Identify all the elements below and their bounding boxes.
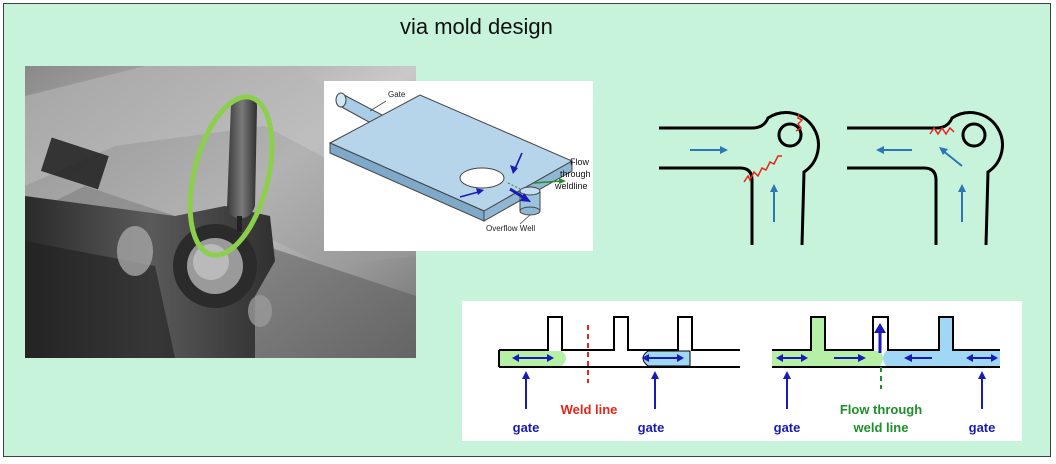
flow-arrow-left-horizontal xyxy=(720,146,728,154)
overflow-well-diagram: Gate Flow through weldline Overflow Well xyxy=(324,81,593,251)
flow-through-label-2: weld line xyxy=(853,420,909,435)
gate-arrow-left-1 xyxy=(522,371,530,379)
flow-arrow-left-vertical xyxy=(770,184,778,192)
flow-label-1: Flow xyxy=(570,157,590,167)
overflow-pin xyxy=(227,96,257,218)
gate-arrow-right-1 xyxy=(783,371,791,379)
gate-label-left-1: gate xyxy=(513,420,540,435)
weldline-right xyxy=(929,126,955,136)
flow-arrow-right-horizontal xyxy=(876,146,884,154)
overflow-well-label: Overflow Well xyxy=(486,224,535,233)
channel-left xyxy=(498,316,740,409)
gate-label-right-2: gate xyxy=(969,420,996,435)
boss-hole-left xyxy=(777,122,803,148)
channel-right xyxy=(772,316,1000,409)
highlight-ellipse xyxy=(187,94,275,258)
geometry-right xyxy=(847,111,1004,246)
gate-arrow-right-2 xyxy=(978,371,986,379)
overflow-arrow xyxy=(874,323,886,333)
flow-arrow-right-vertical xyxy=(958,184,966,192)
plate-hole xyxy=(459,167,505,189)
flow-through-label-1: Flow through xyxy=(840,402,922,417)
slide-background: via mold design xyxy=(3,3,1051,457)
slide-title: via mold design xyxy=(400,14,553,39)
gate-weldline-comparison: gate gate Weld line xyxy=(462,301,1022,441)
gate-label: Gate xyxy=(388,90,406,99)
flow-label-2: through xyxy=(560,169,591,179)
geometry-left xyxy=(659,111,820,246)
gate-label-left-2: gate xyxy=(638,420,665,435)
gate-arrow-left-2 xyxy=(651,371,659,379)
weldline-left-top xyxy=(795,113,804,132)
gate-label-right-1: gate xyxy=(774,420,801,435)
flow-arrow-right-diagonal xyxy=(939,147,948,155)
weld-line-label: Weld line xyxy=(561,402,618,417)
boss-hole-right xyxy=(961,122,987,148)
weldline-left-bottom xyxy=(743,155,782,183)
boss-weldline-geometry xyxy=(659,111,1004,246)
flow-label-3: weldline xyxy=(554,181,588,191)
